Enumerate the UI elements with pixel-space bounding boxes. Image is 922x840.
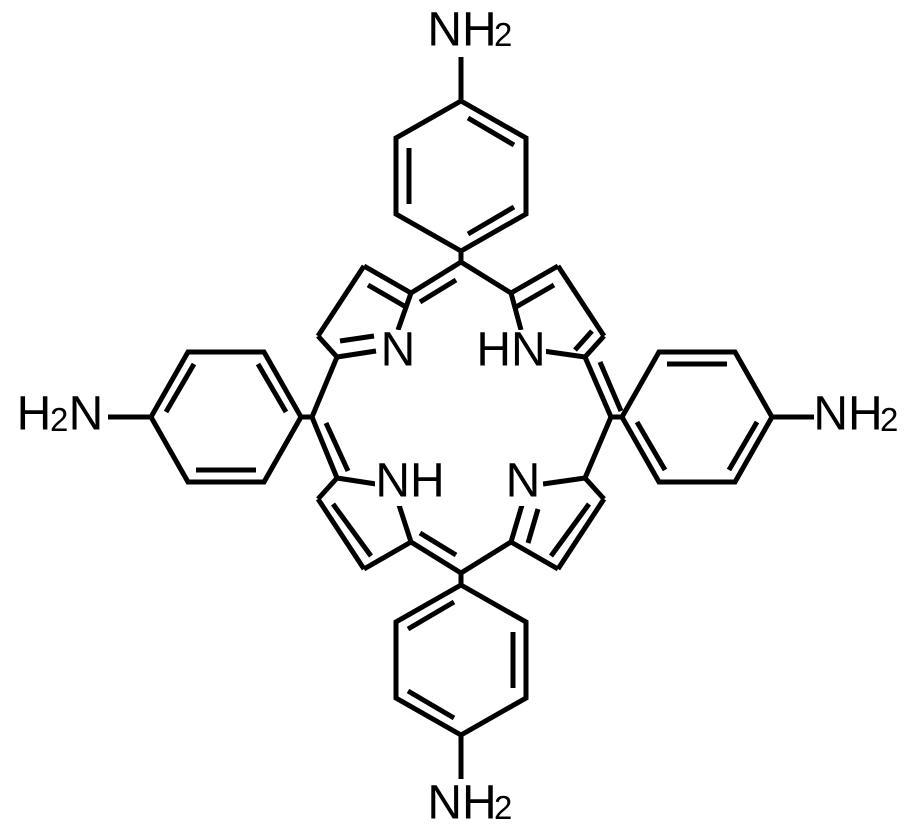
- label-right-amine: NH 2: [813, 388, 912, 441]
- core-nh-upper-right-text: HN: [476, 324, 545, 377]
- left-aminophenyl-group: [106, 349, 312, 485]
- label-bottom-amine: NH 2: [427, 777, 512, 830]
- right-aminophenyl-group: [611, 349, 817, 485]
- bottom-phenyl-ring: [393, 582, 529, 738]
- right-phenyl-double-bond-2: [634, 420, 668, 472]
- bond-ur-beta1-beta2: [555, 264, 607, 338]
- bond-ul-n-alpha1: [395, 292, 414, 331]
- bond-ur-beta2-alpha2: [583, 334, 606, 359]
- amine-bottom-main: NH: [427, 777, 496, 830]
- bond-ur-alpha1-beta1: [509, 263, 560, 296]
- bond-ul-alpha1-beta1: [362, 263, 413, 296]
- amine-right-main: NH: [813, 388, 882, 441]
- bond-ur-beta2-alpha2-inner: [573, 329, 594, 352]
- pyrrole-upper-left: [309, 259, 463, 418]
- bond-lr-n-alpha2: [508, 504, 525, 543]
- label-core-nh-upper-right: HN: [476, 324, 546, 377]
- bond-ul-beta1-beta2: [315, 264, 367, 338]
- bond-meso-top-to-ur-alpha1: [459, 259, 513, 296]
- bond-lr-alpha2-to-meso-bottom: [459, 539, 513, 576]
- bond-lr-beta2-alpha2: [509, 539, 560, 572]
- amine-top-subscript: 2: [494, 16, 512, 53]
- label-top-amine: NH 2: [427, 4, 512, 57]
- bond-meso-top-to-ul-alpha1-inner: [418, 277, 458, 305]
- pyrrole-upper-right: [459, 259, 624, 418]
- bond-ul-n-alpha2: [336, 348, 377, 360]
- left-phenyl-ring: [148, 349, 304, 485]
- bond-ll-n-alpha2: [396, 504, 414, 543]
- top-aminophenyl-group: [393, 57, 529, 262]
- bond-ur-alpha2-to-meso-right-inner: [597, 361, 624, 412]
- bond-ul-beta2-alpha2: [316, 334, 339, 359]
- label-left-amine: H 2 N: [10, 388, 108, 441]
- bond-ll-beta1-beta2: [315, 497, 367, 571]
- core-n-lower-right-text: N: [506, 455, 541, 508]
- bond-lr-beta1-beta2-inner: [548, 502, 592, 558]
- bond-ll-alpha2-to-meso-bottom-inner: [418, 530, 458, 558]
- bond-ur-n-alpha1: [508, 292, 524, 331]
- amine-left-subscript: 2: [50, 401, 68, 438]
- left-phenyl-double-bond-3: [255, 362, 289, 414]
- bond-ll-alpha2-to-meso-bottom: [409, 539, 463, 576]
- pyrrole-lower-left: [309, 416, 463, 576]
- bond-ul-n-alpha2-inner: [339, 333, 375, 344]
- bond-lr-alpha1-beta1: [583, 476, 606, 501]
- bond-ll-alpha1-beta1: [316, 476, 339, 501]
- amine-top-main: NH: [427, 4, 496, 57]
- amine-right-subscript: 2: [880, 401, 898, 438]
- label-core-nh-lower-left: NH: [375, 455, 445, 508]
- bottom-aminophenyl-group: [393, 573, 529, 779]
- top-phenyl-double-bond-3: [466, 204, 516, 237]
- bond-ll-n-alpha1: [336, 475, 377, 487]
- bottom-phenyl-double-bond-3: [406, 688, 456, 721]
- amine-left-main: H: [17, 388, 52, 441]
- bond-ll-beta2-alpha2: [362, 539, 413, 572]
- label-core-n-lower-right: N: [503, 455, 543, 508]
- top-phenyl-double-bond-1: [466, 115, 516, 148]
- amine-left-nitrogen: N: [69, 388, 104, 441]
- bottom-phenyl-double-bond-1: [406, 599, 456, 632]
- bond-ur-alpha1-beta1-inner: [514, 282, 556, 310]
- bond-ur-n-alpha2: [542, 348, 586, 360]
- bond-lr-n-alpha1: [542, 475, 586, 487]
- amine-bottom-subscript: 2: [494, 789, 512, 826]
- bond-lr-beta1-beta2: [555, 497, 607, 571]
- right-phenyl-double-bond-3: [726, 420, 760, 472]
- bond-meso-left-to-ll-alpha1-inner: [323, 421, 351, 473]
- bond-lr-n-alpha2-inner: [525, 508, 541, 544]
- bond-ur-alpha2-to-meso-right: [582, 356, 614, 418]
- label-core-n-upper-left: N: [378, 324, 418, 377]
- bond-meso-right-to-lr-alpha1: [582, 416, 614, 479]
- core-nh-lower-left-text: NH: [375, 455, 444, 508]
- bond-ll-beta1-beta2-inner: [330, 502, 374, 558]
- bond-ul-alpha2-to-meso-left: [309, 356, 340, 418]
- bond-ul-alpha1-beta1-inner: [366, 282, 408, 310]
- top-phenyl-ring: [393, 98, 529, 254]
- bond-meso-left-to-ll-alpha1: [309, 416, 340, 479]
- core-n-upper-left-text: N: [381, 324, 416, 377]
- left-phenyl-double-bond-1: [163, 362, 197, 414]
- bond-meso-top-to-ul-alpha1: [409, 259, 463, 296]
- right-phenyl-ring: [619, 349, 775, 485]
- pyrrole-lower-right: [459, 416, 614, 576]
